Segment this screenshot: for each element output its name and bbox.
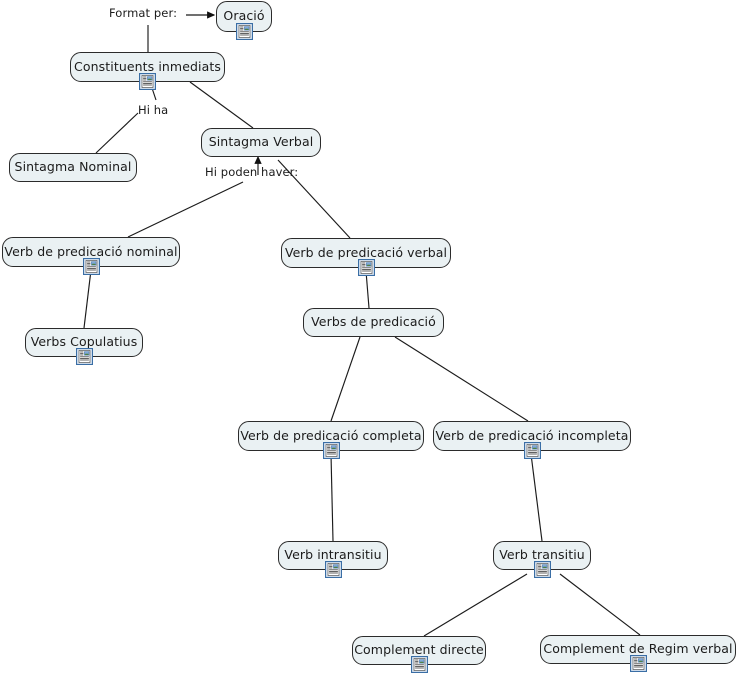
edge-e-hpv-vpn bbox=[127, 181, 244, 238]
node-vpn[interactable]: Verb de predicació nominal bbox=[2, 237, 180, 275]
edge-e-vpn-copulatius bbox=[83, 269, 92, 329]
node-label-sn: Sintagma Nominal bbox=[14, 159, 132, 175]
node-label-vpincompleta: Verb de predicació incompleta bbox=[435, 427, 629, 443]
document-icon[interactable] bbox=[357, 259, 375, 276]
document-icon[interactable] bbox=[629, 655, 647, 672]
document-icon[interactable] bbox=[322, 442, 340, 459]
node-label-oracio: Oració bbox=[223, 8, 265, 24]
edge-e-vp-completa bbox=[330, 336, 361, 422]
node-constituents[interactable]: Constituents inmediats bbox=[70, 52, 225, 90]
document-icon[interactable] bbox=[533, 561, 551, 578]
document-icon[interactable] bbox=[410, 656, 428, 673]
document-icon[interactable] bbox=[523, 442, 541, 459]
node-label-intransitiu: Verb intransitiu bbox=[284, 547, 382, 563]
edge-e-incompl-trans bbox=[530, 453, 543, 542]
node-transitiu[interactable]: Verb transitiu bbox=[493, 541, 591, 578]
edge-e-completa-intrans bbox=[330, 453, 334, 542]
edge-e-trans-crv bbox=[559, 573, 641, 636]
document-icon[interactable] bbox=[82, 258, 100, 275]
document-icon[interactable] bbox=[75, 348, 93, 365]
node-copulatius[interactable]: Verbs Copulatius bbox=[25, 328, 143, 365]
edge-label-format-per: Format per: bbox=[109, 6, 178, 20]
node-label-vpn: Verb de predicació nominal bbox=[4, 243, 178, 259]
edge-e-trans-cd bbox=[423, 573, 528, 637]
node-label-cregim: Complement de Regim verbal bbox=[543, 641, 733, 657]
edge-e-constituents-sv bbox=[189, 81, 254, 129]
node-label-cdirecte: Complement directe bbox=[354, 642, 484, 658]
document-icon[interactable] bbox=[139, 73, 156, 90]
node-cdirecte[interactable]: Complement directe bbox=[352, 636, 486, 673]
node-label-sv: Sintagma Verbal bbox=[208, 134, 314, 150]
edge-label-hi-poden-haver: Hi poden haver: bbox=[205, 165, 299, 179]
node-cregim[interactable]: Complement de Regim verbal bbox=[540, 635, 736, 672]
node-verbspred[interactable]: Verbs de predicació bbox=[303, 308, 444, 337]
node-label-transitiu: Verb transitiu bbox=[499, 547, 585, 563]
edge-e-hiha-sn bbox=[95, 112, 139, 154]
node-oracio[interactable]: Oració bbox=[216, 1, 272, 40]
node-label-verbspred: Verbs de predicació bbox=[311, 314, 436, 330]
node-vpv[interactable]: Verb de predicació verbal bbox=[281, 238, 451, 276]
edge-label-hi-ha: Hi ha bbox=[138, 103, 169, 117]
node-vpincompleta[interactable]: Verb de predicació incompleta bbox=[433, 421, 631, 459]
document-icon[interactable] bbox=[324, 561, 342, 578]
node-vpcompleta[interactable]: Verb de predicació completa bbox=[238, 421, 424, 459]
document-icon[interactable] bbox=[235, 23, 253, 40]
node-intransitiu[interactable]: Verb intransitiu bbox=[278, 541, 388, 578]
node-label-vpcompleta: Verb de predicació completa bbox=[240, 427, 422, 443]
node-label-constituents: Constituents inmediats bbox=[74, 58, 221, 74]
edge-e-vpv-verbspred bbox=[365, 270, 370, 309]
node-label-vpv: Verb de predicació verbal bbox=[284, 244, 448, 260]
node-sv[interactable]: Sintagma Verbal bbox=[201, 128, 321, 157]
node-sn[interactable]: Sintagma Nominal bbox=[9, 153, 137, 182]
node-label-copulatius: Verbs Copulatius bbox=[30, 334, 138, 350]
edge-e-vp-incompleta bbox=[394, 336, 529, 422]
